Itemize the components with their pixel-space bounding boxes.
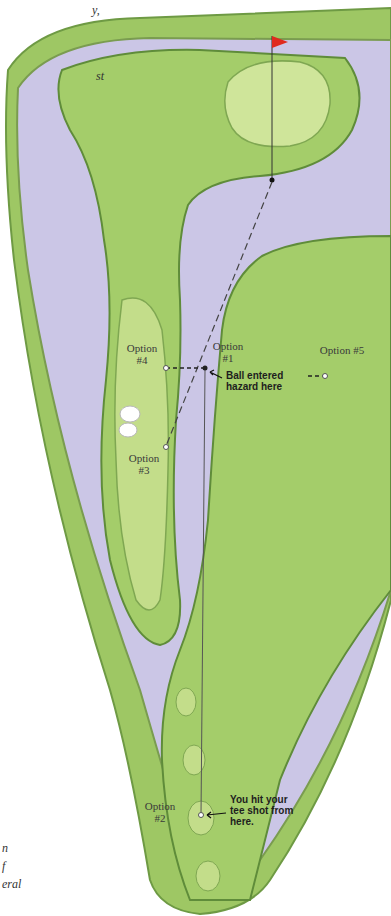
flag	[272, 36, 288, 48]
rough	[6, 8, 391, 914]
flag-pole	[272, 36, 273, 180]
pointer-arrow	[207, 812, 226, 818]
bunker	[120, 406, 140, 422]
putting-green	[225, 61, 330, 147]
bunker	[119, 423, 137, 437]
cut-text: y,	[92, 4, 122, 17]
tee-box	[176, 688, 196, 716]
option-point	[199, 813, 204, 818]
callout-note: Ball entered hazard here	[226, 370, 298, 392]
pointer-arrow	[210, 370, 222, 378]
option-point	[164, 366, 169, 371]
cut-text: st	[96, 70, 126, 83]
fairway	[115, 298, 169, 610]
option-point	[203, 366, 208, 371]
option-label: Option #5	[316, 344, 368, 356]
option-point	[323, 374, 328, 379]
option-5-line	[308, 375, 324, 376]
tee-shot-line	[201, 370, 205, 815]
cut-text: f	[2, 860, 32, 873]
option-3-line	[166, 182, 272, 446]
option-label: Option #1	[206, 340, 250, 364]
option-label: Option #2	[138, 800, 182, 824]
option-label: Option #4	[120, 342, 164, 366]
cut-text: n	[2, 842, 32, 855]
cut-text: eral	[2, 878, 42, 891]
option-point	[164, 445, 169, 450]
hole	[270, 178, 275, 183]
right-land	[162, 236, 391, 900]
callout-note: You hit your tee shot from here.	[230, 794, 298, 827]
option-4-line	[166, 367, 204, 368]
tee-box	[196, 861, 220, 891]
option-label: Option #3	[122, 452, 166, 476]
